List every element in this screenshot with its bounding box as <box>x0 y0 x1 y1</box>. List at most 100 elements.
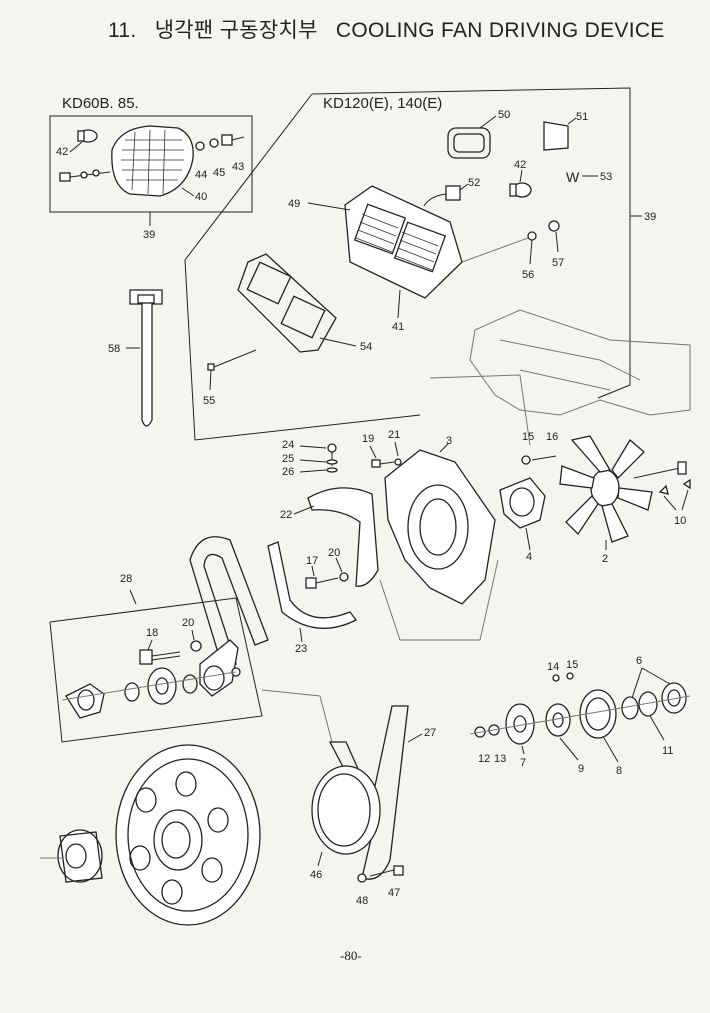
label-24: 24 <box>282 439 294 451</box>
pulley-group-axis <box>469 695 691 735</box>
label-19: 19 <box>362 433 374 445</box>
leader-19 <box>369 445 377 459</box>
label-50: 50 <box>498 109 510 121</box>
gasket-50-inner <box>453 133 485 153</box>
plate-9 <box>545 703 571 737</box>
label-10: 10 <box>674 515 686 527</box>
gasket-54 <box>237 253 337 353</box>
label-51: 51 <box>576 111 588 123</box>
leader-10-a <box>663 495 677 511</box>
washer-15-lower <box>566 672 574 680</box>
label-39-left: 39 <box>143 229 155 241</box>
leader-28 <box>129 589 137 605</box>
washer-56 <box>527 231 537 241</box>
bolt-24 <box>327 443 337 453</box>
screw-shank <box>231 136 245 141</box>
label-39-right: 39 <box>644 211 656 223</box>
page-number: -80- <box>340 948 362 963</box>
label-18: 18 <box>146 627 158 639</box>
leader-6-b <box>641 667 671 685</box>
bolt-19 <box>371 459 381 468</box>
label-48: 48 <box>356 895 368 907</box>
symbol-w: W <box>566 169 580 185</box>
belt-guard-22 <box>307 487 379 587</box>
tensioner-arm-boss <box>203 665 225 691</box>
label-21: 21 <box>388 429 400 441</box>
cooling-fan-2 <box>559 435 653 543</box>
gasket-54-hole-a <box>246 261 292 305</box>
label-26: 26 <box>282 466 294 478</box>
ring-46-inner <box>317 773 371 847</box>
cover-51 <box>543 121 569 151</box>
label-4: 4 <box>526 551 532 563</box>
leader-42-right <box>519 169 523 183</box>
leader-6-a <box>631 667 643 699</box>
leader-46 <box>317 851 323 867</box>
label-40: 40 <box>195 191 207 203</box>
leader-22 <box>293 505 315 515</box>
label-27: 27 <box>424 727 436 739</box>
washer-26 <box>326 467 338 473</box>
assembly-line-frame <box>429 374 531 446</box>
bearing-11a <box>621 696 639 720</box>
ring-46 <box>311 765 381 855</box>
label-16: 16 <box>546 431 558 443</box>
label-28: 28 <box>120 573 132 585</box>
leader-18 <box>147 639 153 651</box>
bearing-11b <box>638 691 658 717</box>
label-45: 45 <box>213 167 225 179</box>
engine-frame-detail <box>499 339 641 391</box>
leader-40 <box>181 187 195 197</box>
bracket-23 <box>267 541 357 629</box>
lamp-lens-grid <box>121 129 184 195</box>
label-22: 22 <box>280 509 292 521</box>
screw-55-shank <box>213 349 257 368</box>
label-6: 6 <box>636 655 642 667</box>
cable-tie-58 <box>129 289 163 427</box>
leader-55 <box>209 369 212 391</box>
leader-57 <box>555 231 559 253</box>
pulley-hub-bore <box>509 487 535 517</box>
leader-27 <box>407 733 423 743</box>
label-44: 44 <box>195 169 207 181</box>
screw-left <box>59 172 71 182</box>
leader-54 <box>319 337 357 347</box>
label-11: 11 <box>662 745 673 757</box>
lamp-grill-lines <box>355 213 439 271</box>
cable-tie-head-slot <box>137 294 155 304</box>
washer-25 <box>326 459 338 465</box>
label-25: 25 <box>282 453 294 465</box>
bolt-19-shank <box>379 461 395 465</box>
lamp-assembly-41 <box>344 185 463 299</box>
leader-4 <box>525 527 531 551</box>
lamp-assembly-40 <box>111 125 194 197</box>
section-title-korean: 냉각팬 구동장치부 <box>154 19 318 42</box>
leader-10-b <box>681 489 689 511</box>
fan-shroud-opening <box>407 484 469 570</box>
bolt-17 <box>305 577 317 589</box>
v-belt-28 <box>189 536 269 667</box>
wire-52 <box>423 193 447 207</box>
label-46: 46 <box>310 869 322 881</box>
key-pins-10 <box>658 478 691 495</box>
bearing-small <box>124 682 140 702</box>
label-8: 8 <box>616 765 622 777</box>
leader-52 <box>459 183 469 191</box>
fan-shroud-inner <box>419 498 457 556</box>
label-17: 17 <box>306 555 318 567</box>
leader-25 <box>299 459 327 463</box>
model-label-kd60b: KD60B. 85. <box>62 95 139 112</box>
bolt-16 <box>531 455 557 461</box>
leader-41 <box>397 289 401 319</box>
label-58: 58 <box>108 343 120 355</box>
label-7: 7 <box>520 757 526 769</box>
tensioner-axis <box>61 671 237 701</box>
leader-3 <box>439 443 449 453</box>
screw-43 <box>221 134 233 146</box>
label-20-upper: 20 <box>328 547 340 559</box>
leader-24 <box>299 445 327 449</box>
leader-21 <box>394 441 399 457</box>
label-20-lower: 20 <box>182 617 194 629</box>
label-23: 23 <box>295 643 307 655</box>
